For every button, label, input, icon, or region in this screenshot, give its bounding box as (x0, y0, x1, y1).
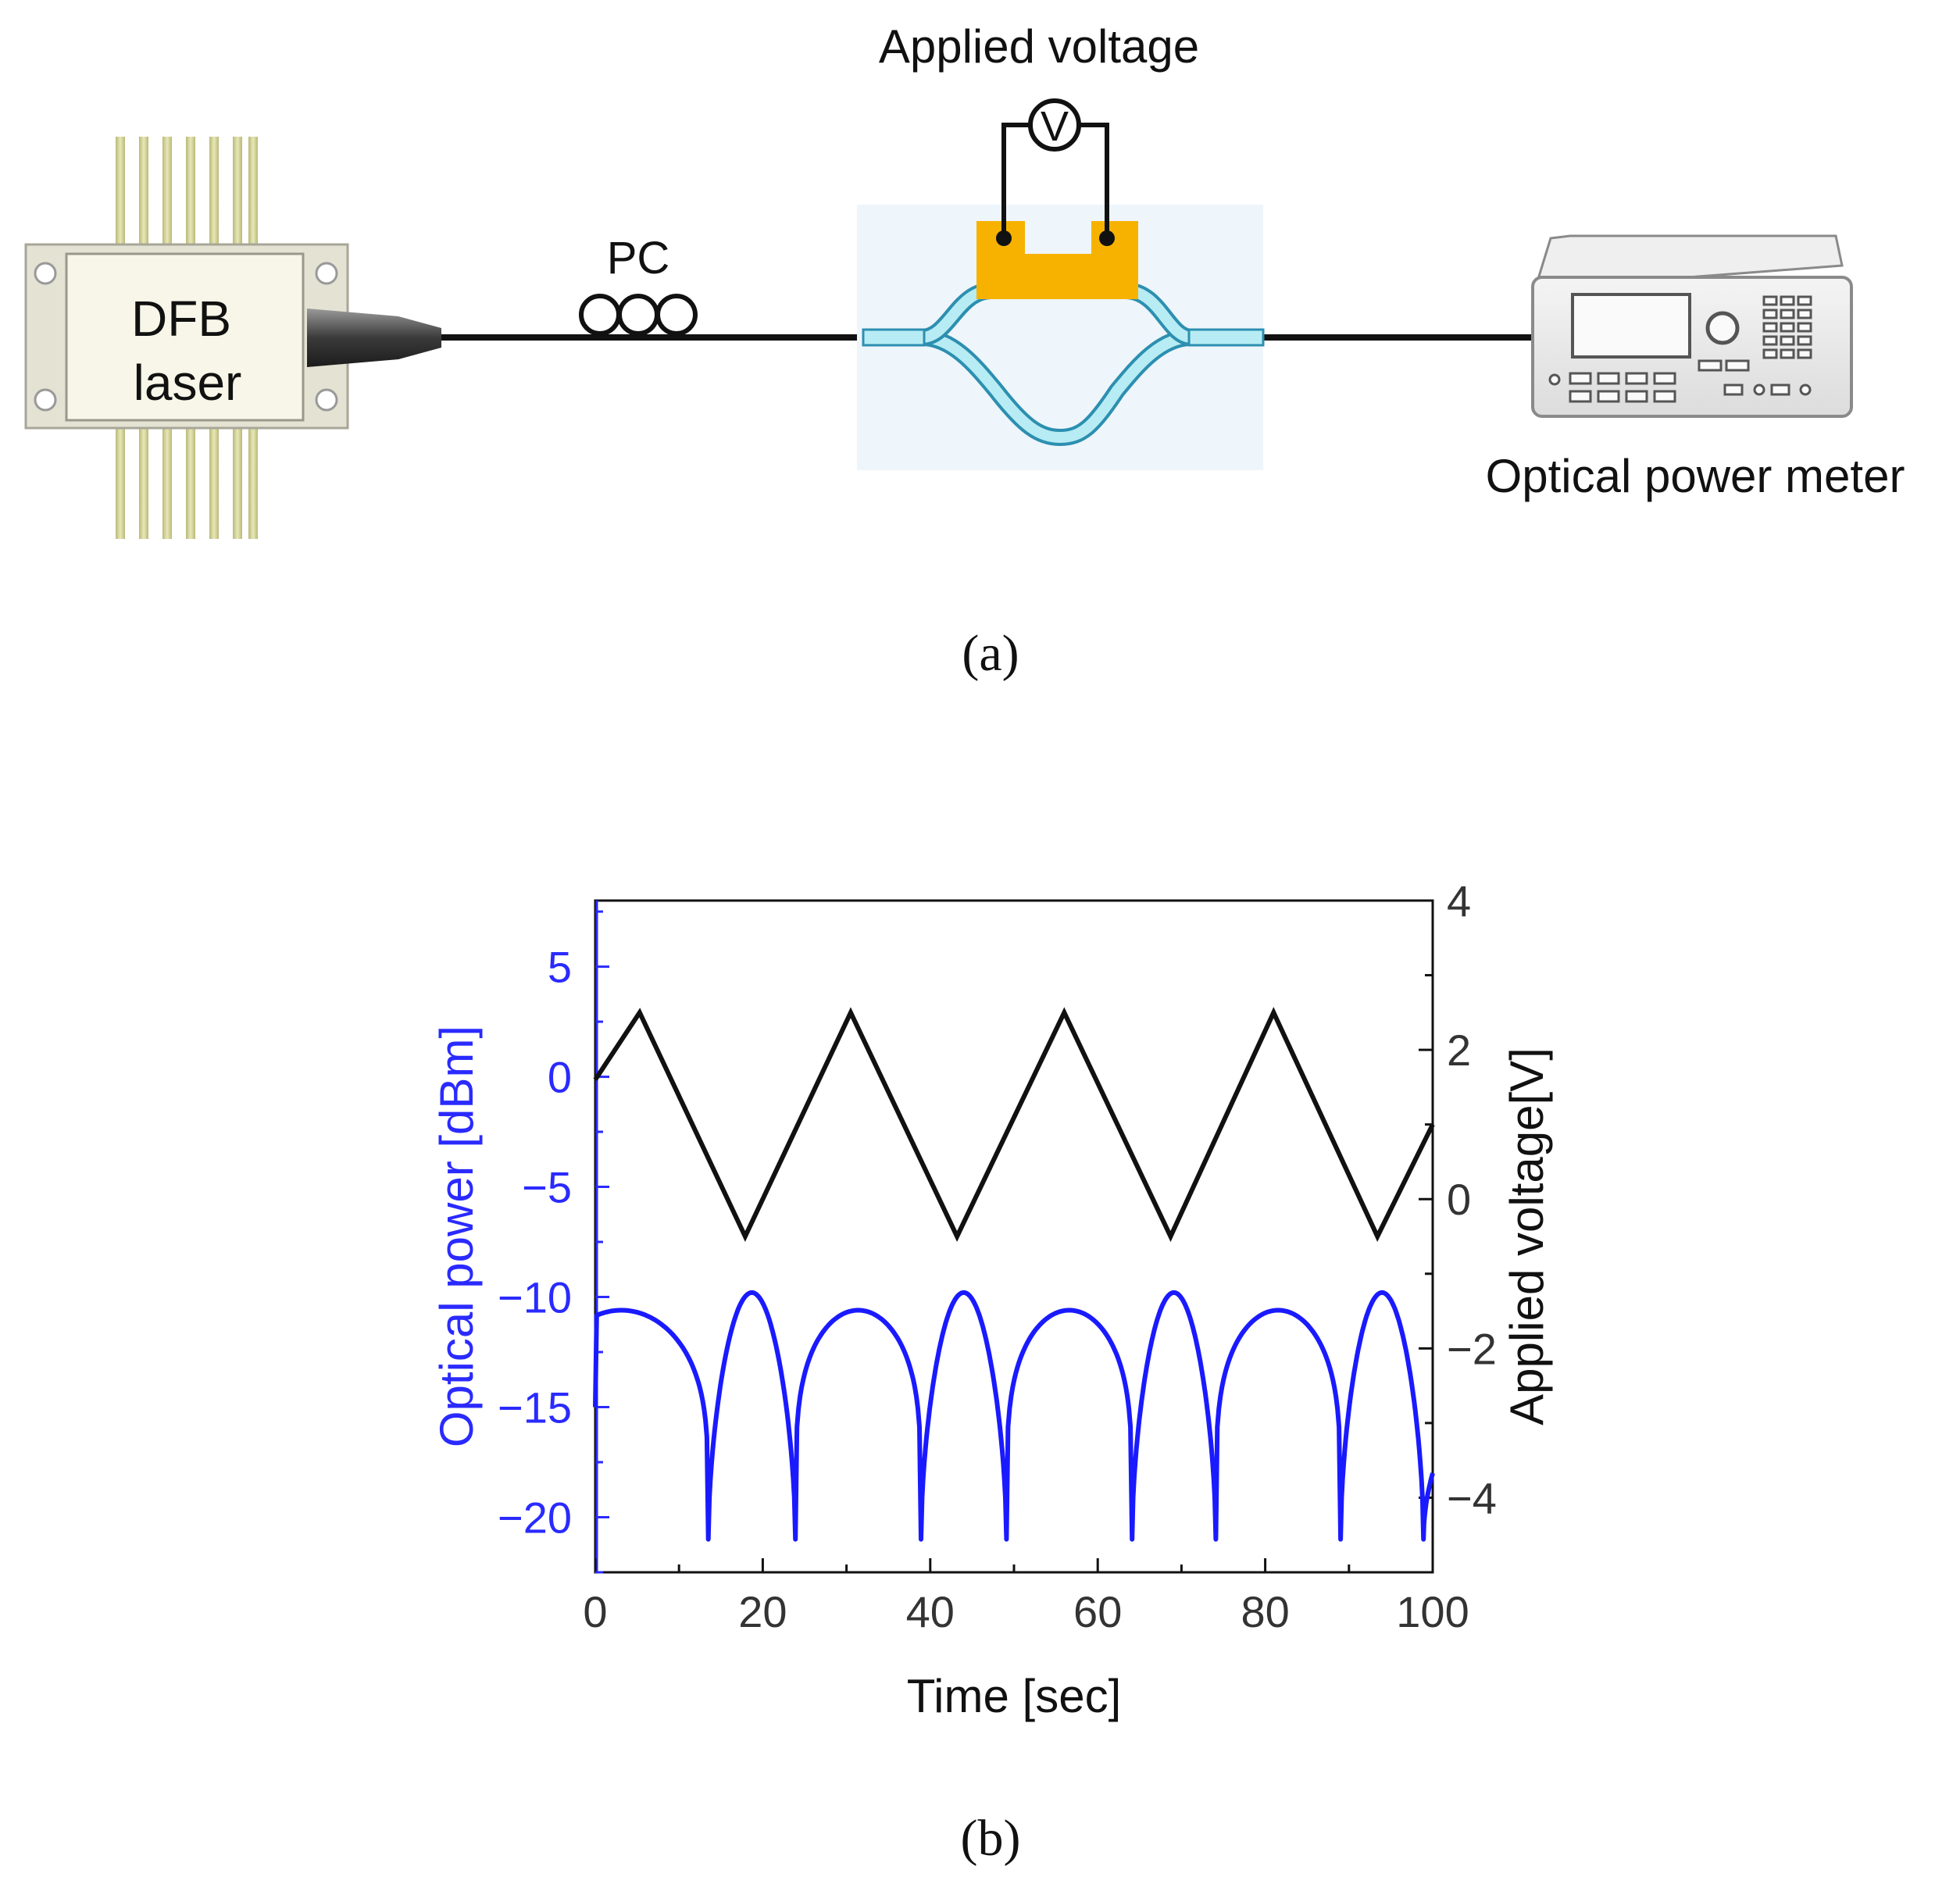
right-tick-label: 2 (1447, 1026, 1471, 1075)
left-tick-label: 5 (548, 943, 572, 992)
electrode (976, 221, 1138, 299)
pc-loop (579, 294, 621, 336)
right-tick-label: −4 (1447, 1473, 1497, 1522)
x-tick-label: 0 (583, 1587, 607, 1636)
chart-series (593, 1007, 1435, 1542)
optical-power-series-line (593, 1290, 1435, 1542)
right-tick-label: 4 (1447, 876, 1471, 926)
x-axis-label: Time [sec] (907, 1670, 1121, 1722)
fiber-pigtail-connector (307, 309, 441, 367)
mach-zehnder-modulator: V Applied voltage (857, 20, 1265, 470)
x-tick-label: 60 (1073, 1587, 1122, 1636)
left-tick-label: −15 (498, 1383, 572, 1432)
pc-label: PC (607, 233, 670, 284)
right-axis-ticks: 4 2 0 −2 −4 (1419, 876, 1497, 1574)
left-axis-label: Optical power [dBm] (430, 1026, 483, 1447)
pc-loop (655, 294, 698, 336)
right-tick-label: 0 (1447, 1175, 1471, 1224)
caption-b: (b) (961, 1810, 1021, 1867)
meter-keypad (1762, 295, 1812, 359)
meter-knob (1705, 311, 1740, 345)
left-tick-label: 0 (548, 1053, 572, 1102)
voltmeter-wire (1080, 123, 1109, 238)
right-axis-label: Applied voltage[V] (1501, 1047, 1553, 1425)
x-tick-label: 20 (738, 1587, 787, 1636)
setup-diagram: DFB laser PC V A (24, 20, 1905, 682)
voltage-series-line (593, 1007, 1435, 1243)
dfb-label-line2: laser (134, 355, 242, 411)
meter-display (1571, 293, 1691, 359)
dfb-laser: DFB laser (24, 137, 441, 539)
laser-pins-bottom (116, 422, 258, 539)
mount-hole (315, 388, 338, 412)
dfb-label-line1: DFB (131, 291, 231, 347)
x-axis-ticks: 0 20 40 60 80 100 (583, 1558, 1469, 1636)
left-axis-ticks: 5 0 −5 −10 −15 −20 (498, 910, 609, 1574)
probe-contact (1099, 230, 1115, 246)
applied-voltage-label: Applied voltage (879, 20, 1199, 73)
optical-power-meter-label: Optical power meter (1486, 450, 1905, 502)
mount-hole (34, 262, 57, 285)
mount-hole (315, 262, 338, 285)
right-tick-label: −2 (1447, 1324, 1497, 1373)
voltmeter-wire (1001, 123, 1030, 238)
left-tick-label: −5 (522, 1163, 572, 1212)
left-tick-label: −10 (498, 1273, 572, 1322)
voltmeter-symbol: V (1041, 103, 1069, 150)
optical-power-meter: Optical power meter (1486, 234, 1905, 502)
waveguide-input (862, 328, 926, 347)
laser-pins-top (116, 137, 258, 254)
voltmeter-icon (1028, 98, 1081, 152)
x-tick-label: 100 (1396, 1587, 1469, 1636)
left-tick-label: −20 (498, 1493, 572, 1543)
caption-a: (a) (962, 625, 1019, 682)
pc-loop (617, 294, 659, 336)
x-tick-label: 40 (906, 1587, 955, 1636)
mount-hole (34, 388, 57, 412)
waveguide-output (1187, 328, 1265, 347)
x-tick-label: 80 (1241, 1587, 1289, 1636)
polarization-controller: PC (579, 233, 698, 336)
plot-frame (594, 899, 1434, 1574)
probe-contact (996, 230, 1012, 246)
laser-body (65, 252, 305, 422)
meter-buttons (1548, 359, 1812, 403)
